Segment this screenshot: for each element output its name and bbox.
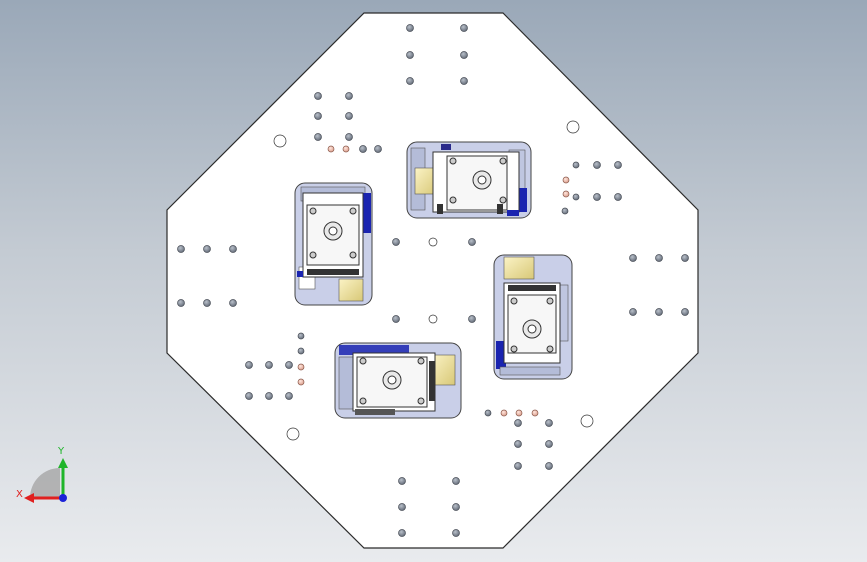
bolt-hole [484, 409, 492, 417]
y-axis-label: Y [57, 446, 65, 457]
bolt-hole [203, 245, 211, 253]
bolt-hole [572, 193, 580, 201]
bolt-hole [297, 347, 305, 355]
bolt-hole [392, 238, 400, 246]
bolt-hole [460, 51, 468, 59]
through-hole [428, 314, 438, 324]
octagon-plate[interactable] [166, 12, 699, 549]
bolt-hole [406, 24, 414, 32]
bolt-hole [545, 462, 553, 470]
bolt-hole [460, 24, 468, 32]
bolt-hole [614, 193, 622, 201]
bolt-hole [229, 299, 237, 307]
through-hole [286, 427, 300, 441]
bolt-hole [514, 440, 522, 448]
bolt-hole [655, 308, 663, 316]
bolt-hole [629, 308, 637, 316]
through-hole [428, 237, 438, 247]
pin-hole [500, 409, 508, 417]
y-axis-arrow [58, 458, 68, 468]
bolt-hole [229, 245, 237, 253]
bolt-hole [297, 332, 305, 340]
bolt-hole [514, 419, 522, 427]
motor-module-bottom[interactable] [334, 342, 462, 419]
through-hole [580, 414, 594, 428]
bolt-hole [452, 529, 460, 537]
through-hole [273, 134, 287, 148]
pin-hole [297, 363, 305, 371]
bolt-hole [398, 529, 406, 537]
bolt-hole [572, 161, 580, 169]
plate-holes [177, 24, 689, 537]
bolt-hole [593, 161, 601, 169]
bolt-hole [452, 503, 460, 511]
bolt-hole [314, 112, 322, 120]
pin-hole [515, 409, 523, 417]
bolt-hole [468, 238, 476, 246]
bolt-hole [359, 145, 367, 153]
bolt-hole [285, 361, 293, 369]
bolt-hole [398, 477, 406, 485]
pin-hole [562, 176, 570, 184]
motor-module-top[interactable] [406, 141, 532, 219]
z-axis-dot [59, 494, 67, 502]
bolt-hole [468, 315, 476, 323]
bolt-hole [245, 392, 253, 400]
bolt-hole [345, 112, 353, 120]
bolt-hole [629, 254, 637, 262]
bolt-hole [398, 503, 406, 511]
bolt-hole [314, 92, 322, 100]
bolt-hole [406, 51, 414, 59]
pin-hole [297, 378, 305, 386]
bolt-hole [545, 419, 553, 427]
bolt-hole [345, 92, 353, 100]
pin-hole [342, 145, 350, 153]
pin-hole [562, 190, 570, 198]
bolt-hole [593, 193, 601, 201]
bolt-hole [452, 477, 460, 485]
bolt-hole [345, 133, 353, 141]
bolt-hole [203, 299, 211, 307]
bolt-hole [314, 133, 322, 141]
axis-triad: Y X [16, 446, 68, 503]
bolt-hole [245, 361, 253, 369]
bolt-hole [265, 392, 273, 400]
bolt-hole [655, 254, 663, 262]
pin-hole [327, 145, 335, 153]
bolt-hole [392, 315, 400, 323]
triad-quadrant [30, 468, 60, 498]
bolt-hole [614, 161, 622, 169]
bolt-hole [374, 145, 382, 153]
through-hole [566, 120, 580, 134]
bolt-hole [460, 77, 468, 85]
bolt-hole [177, 299, 185, 307]
bolt-hole [406, 77, 414, 85]
bolt-hole [514, 462, 522, 470]
bolt-hole [681, 254, 689, 262]
x-axis-label: X [16, 489, 23, 500]
bolt-hole [545, 440, 553, 448]
x-axis-arrow [24, 493, 34, 503]
bolt-hole [561, 207, 569, 215]
motor-module-left[interactable] [294, 182, 373, 306]
bolt-hole [285, 392, 293, 400]
bolt-hole [681, 308, 689, 316]
motor-module-right[interactable] [493, 254, 573, 380]
pin-hole [531, 409, 539, 417]
bolt-hole [177, 245, 185, 253]
bolt-hole [265, 361, 273, 369]
